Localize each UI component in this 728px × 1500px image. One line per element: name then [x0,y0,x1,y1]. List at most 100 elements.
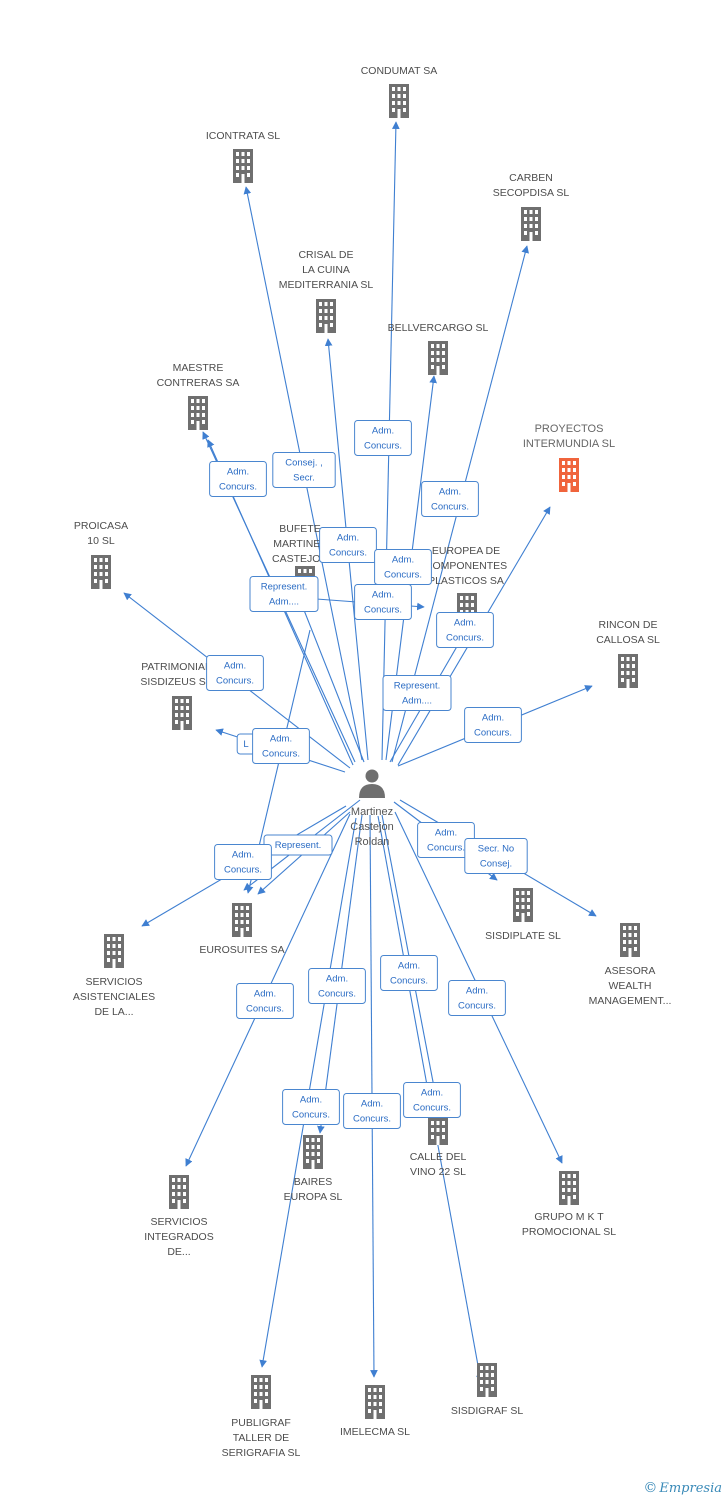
role-badge-r25[interactable]: Adm.Concurs. [403,1082,461,1118]
company-label-line: MAESTRE [173,362,224,374]
role-label-line: Secr. No [478,844,514,855]
role-badge-r20[interactable]: Adm.Concurs. [308,968,366,1004]
company-label-line: MANAGEMENT... [589,995,672,1007]
role-badge-r14[interactable]: Adm.Concurs. [252,728,310,764]
company-label-line: LA CUINA [302,264,350,276]
building-icon [521,207,541,241]
role-box [214,844,272,880]
role-label-line: Adm. [232,850,254,861]
role-box [252,728,310,764]
role-label-line: Adm. [254,989,276,1000]
company-label-line: SERVICIOS [86,976,143,988]
company-label-line: PLASTICOS SA [428,575,504,587]
building-icon [251,1375,271,1409]
role-badge-r6[interactable]: Adm.Concurs. [374,549,432,585]
role-badge-r16[interactable]: Adm. Concurs. [214,844,272,880]
building-icon [316,299,336,333]
role-label-line: Adm. [361,1099,383,1110]
role-badge-r19[interactable]: Adm.Concurs. [236,983,294,1019]
company-label-line: BUFETE [279,523,320,535]
company-node-condumat[interactable]: CONDUMAT SA [361,65,438,118]
company-node-sisdiplate[interactable]: SISDIPLATE SL [485,888,561,942]
company-label-line: SERIGRAFIA SL [222,1447,301,1459]
role-badge-r12[interactable]: Adm.Concurs. [464,707,522,743]
role-label-line: Adm. [337,533,359,544]
role-badge-r5[interactable]: Adm. Concurs. [319,527,377,563]
role-box [236,983,294,1019]
company-label-line: CARBEN [509,172,553,184]
role-badge-r9[interactable]: Adm.Concurs. [436,612,494,648]
building-icon [618,654,638,688]
company-label: SISDIGRAF SL [451,1405,524,1417]
company-node-sisdigraf[interactable]: SISDIGRAF SL [451,1363,524,1417]
company-node-eurosuites[interactable]: EUROSUITES SA [199,903,285,956]
role-label-line: Concurs. [224,865,262,876]
role-badge-r8[interactable]: Adm.Concurs. [354,584,412,620]
role-label-line: Concurs. [458,1001,496,1012]
company-node-bellvercargo[interactable]: BELLVERCARGO SL [388,322,489,375]
role-label-line: Concurs. [318,989,356,1000]
company-label-line: WEALTH [609,980,652,992]
role-badge-r22[interactable]: Adm.Concurs. [448,980,506,1016]
role-label: Adm. Concurs. [224,850,262,876]
edge-8 [298,599,365,763]
role-label-line: Concurs. [329,548,367,559]
roles-layer: Adm. Concurs. Consej. ,Secr. Adm. Concurs. Ad… [206,420,528,1129]
role-box [249,576,319,612]
role-box [308,968,366,1004]
company-node-icontrata[interactable]: ICONTRATA SL [206,130,280,183]
role-label-line: Adm. [270,734,292,745]
footer-brand[interactable]: ©Empresia [643,1480,722,1496]
role-label-line: Adm. [435,828,457,839]
person-name-line: Castejon [350,821,393,833]
company-label-line: INTEGRADOS [144,1231,213,1243]
company-label-line: EUROSUITES SA [199,944,284,956]
role-badge-r11[interactable]: Represent.Adm.... [382,675,452,711]
role-badge-r7[interactable]: Represent.Adm.... [249,576,319,612]
company-label-line: SISDIZEUS SL [140,676,211,688]
role-label-line: Adm. [227,467,249,478]
role-badge-r4[interactable]: Adm.Concurs. [421,481,479,517]
role-label-line: Concurs. [364,441,402,452]
role-label: Adm.Concurs. [390,961,428,987]
role-badge-r3[interactable]: Adm.Concurs. [354,420,412,456]
role-label-line: Represent. [394,681,440,692]
role-badge-r1[interactable]: Adm.Concurs. [209,461,267,497]
building-icon [232,903,252,937]
role-badge-r15[interactable]: Represent. [263,834,333,856]
role-badge-r10[interactable]: Adm.Concurs. [206,655,264,691]
company-label: BELLVERCARGO SL [388,322,489,334]
role-label: Adm.Concurs. [364,426,402,452]
role-badge-r2[interactable]: Consej. ,Secr. [272,452,336,488]
building-icon [428,341,448,375]
role-badge-r24[interactable]: Adm.Concurs. [343,1093,401,1129]
role-badge-r23[interactable]: Adm.Concurs. [282,1089,340,1125]
company-node-imelecma[interactable]: IMELECMA SL [340,1385,410,1438]
role-badge-r21[interactable]: Adm.Concurs. [380,955,438,991]
role-box [343,1093,401,1129]
building-icon [365,1385,385,1419]
building-icon [513,888,533,922]
company-label-line: EUROPA SL [284,1191,343,1203]
